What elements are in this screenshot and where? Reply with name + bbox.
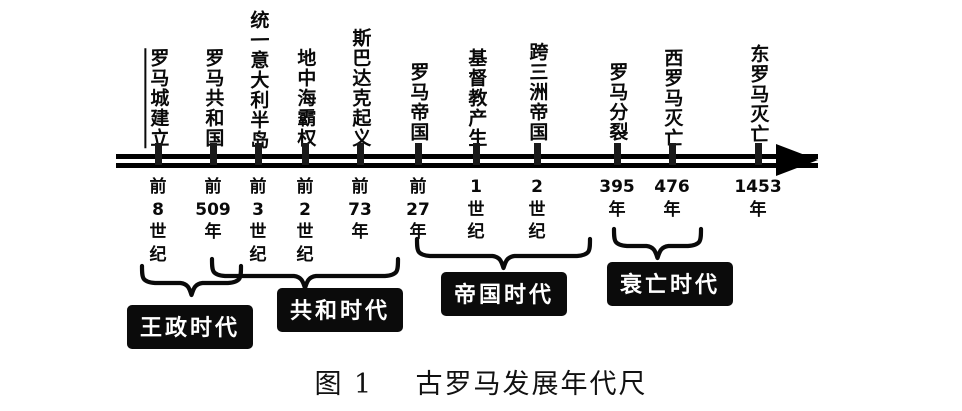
date-label-8: 2 世 纪: [528, 177, 546, 243]
era-brace-3: [414, 236, 593, 272]
timeline-tick-5[interactable]: [357, 143, 364, 165]
era-brace-2: [209, 256, 401, 292]
era-brace-1: [139, 263, 244, 299]
era-badge-1: 王政时代: [126, 305, 254, 349]
era-badge-2: 共和时代: [276, 288, 404, 332]
era-brace-4: [611, 226, 704, 262]
date-label-10: 476 年: [654, 177, 690, 220]
date-label-5: 前 73 年: [348, 177, 372, 243]
date-label-7: 1 世 纪: [467, 177, 485, 243]
timeline-tick-7[interactable]: [473, 143, 480, 165]
era-badge-4: 衰亡时代: [606, 262, 734, 306]
timeline-tick-10[interactable]: [669, 143, 676, 165]
axis-line-lower: [116, 163, 818, 168]
timeline-arrow: [776, 144, 818, 176]
brace-path: [139, 263, 244, 298]
date-label-3: 前 3 世 纪: [249, 177, 267, 265]
date-label-1: 前 8 世 纪: [149, 177, 167, 265]
event-label-3: 统一意大利半岛: [247, 9, 270, 151]
era-badge-3: 帝国时代: [440, 272, 568, 316]
date-label-4: 前 2 世 纪: [296, 177, 314, 265]
date-label-11: 1453 年: [734, 177, 782, 220]
figure-caption: 图 1 古罗马发展年代尺: [314, 369, 648, 400]
timeline-tick-8[interactable]: [534, 143, 541, 165]
date-label-6: 前 27 年: [406, 177, 430, 243]
brace-path: [414, 236, 593, 271]
timeline-tick-1[interactable]: [155, 143, 162, 165]
brace-path: [209, 256, 401, 291]
timeline-tick-6[interactable]: [415, 143, 422, 165]
timeline-tick-11[interactable]: [755, 143, 762, 165]
timeline-tick-2[interactable]: [210, 143, 217, 165]
brace-path: [611, 226, 704, 261]
timeline-tick-9[interactable]: [614, 143, 621, 165]
event-label-5: 斯巴达克起义: [349, 27, 372, 149]
timeline-tick-4[interactable]: [302, 143, 309, 165]
date-label-2: 前 509 年: [195, 177, 231, 243]
date-label-9: 395 年: [599, 177, 635, 220]
timeline-tick-3[interactable]: [255, 143, 262, 165]
axis-line-upper: [116, 154, 818, 159]
axis-line-gap: [116, 159, 782, 163]
